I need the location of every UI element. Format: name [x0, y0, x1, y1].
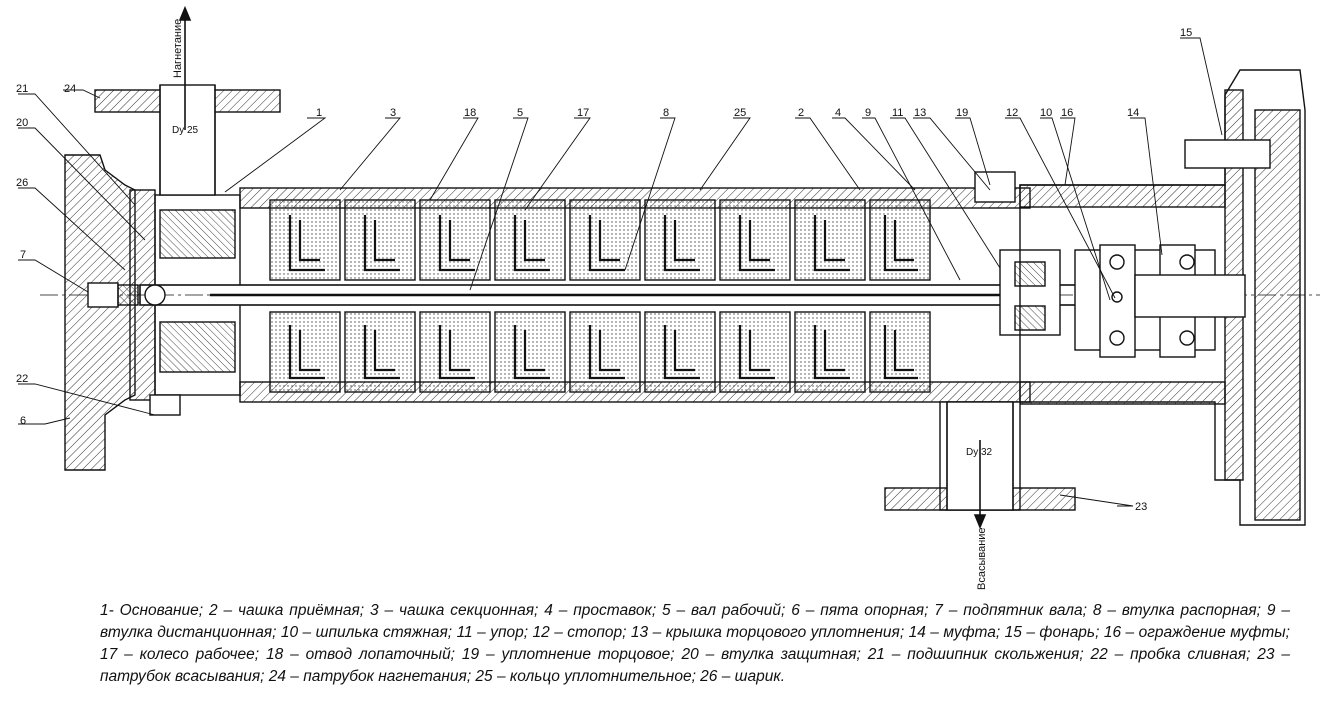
callout-6: 6	[20, 415, 26, 427]
callout-18: 18	[464, 107, 476, 119]
callout-10: 10	[1040, 107, 1052, 119]
callout-8: 8	[663, 107, 669, 119]
callout-15: 15	[1180, 27, 1192, 39]
callout-20: 20	[16, 117, 28, 129]
callout-5: 5	[517, 107, 523, 119]
callout-7: 7	[20, 249, 26, 261]
seal-cover	[974, 171, 1016, 203]
support-heel	[64, 154, 136, 471]
drain-plug	[149, 394, 181, 416]
suction-label: Всасывание	[976, 527, 988, 590]
callout-24: 24	[64, 83, 76, 95]
callout-9: 9	[865, 107, 871, 119]
callout-12: 12	[1006, 107, 1018, 119]
callout-19: 19	[956, 107, 968, 119]
discharge-label: Нагнетание	[172, 19, 184, 78]
callout-2: 2	[798, 107, 804, 119]
callout-3: 3	[390, 107, 396, 119]
callout-14: 14	[1127, 107, 1139, 119]
flow-arrows	[178, 5, 987, 530]
pump-body	[40, 69, 1320, 526]
callout-4: 4	[835, 107, 841, 119]
parts-legend-caption: 1- Основание; 2 – чашка приёмная; 3 – ча…	[100, 602, 1290, 685]
callout-17: 17	[577, 107, 589, 119]
suction-dn-label: Dy 32	[966, 447, 993, 458]
discharge-dn-label: Dy 25	[172, 125, 199, 136]
callout-26: 26	[16, 177, 28, 189]
ball	[144, 284, 166, 306]
callout-13: 13	[914, 107, 926, 119]
pump-cross-section-drawing: Нагнетание Всасывание Dy 25 Dy 32 1 2	[16, 5, 1320, 590]
discharge-pipe	[159, 84, 216, 196]
callout-23: 23	[1135, 501, 1147, 513]
leader-lines	[18, 37, 1223, 507]
callout-21: 21	[16, 83, 28, 95]
shaft-thrust-nut	[87, 282, 119, 308]
stages	[269, 199, 931, 393]
callout-1: 1	[316, 107, 322, 119]
callout-25: 25	[734, 107, 746, 119]
callout-11: 11	[892, 107, 903, 119]
callout-22: 22	[16, 373, 28, 385]
lantern-bolt	[1184, 139, 1271, 169]
callout-labels: 1 2 3 4 5 6 7 8 9 10 11 12 13 14 15 16 1…	[16, 27, 1192, 513]
callout-16: 16	[1061, 107, 1073, 119]
